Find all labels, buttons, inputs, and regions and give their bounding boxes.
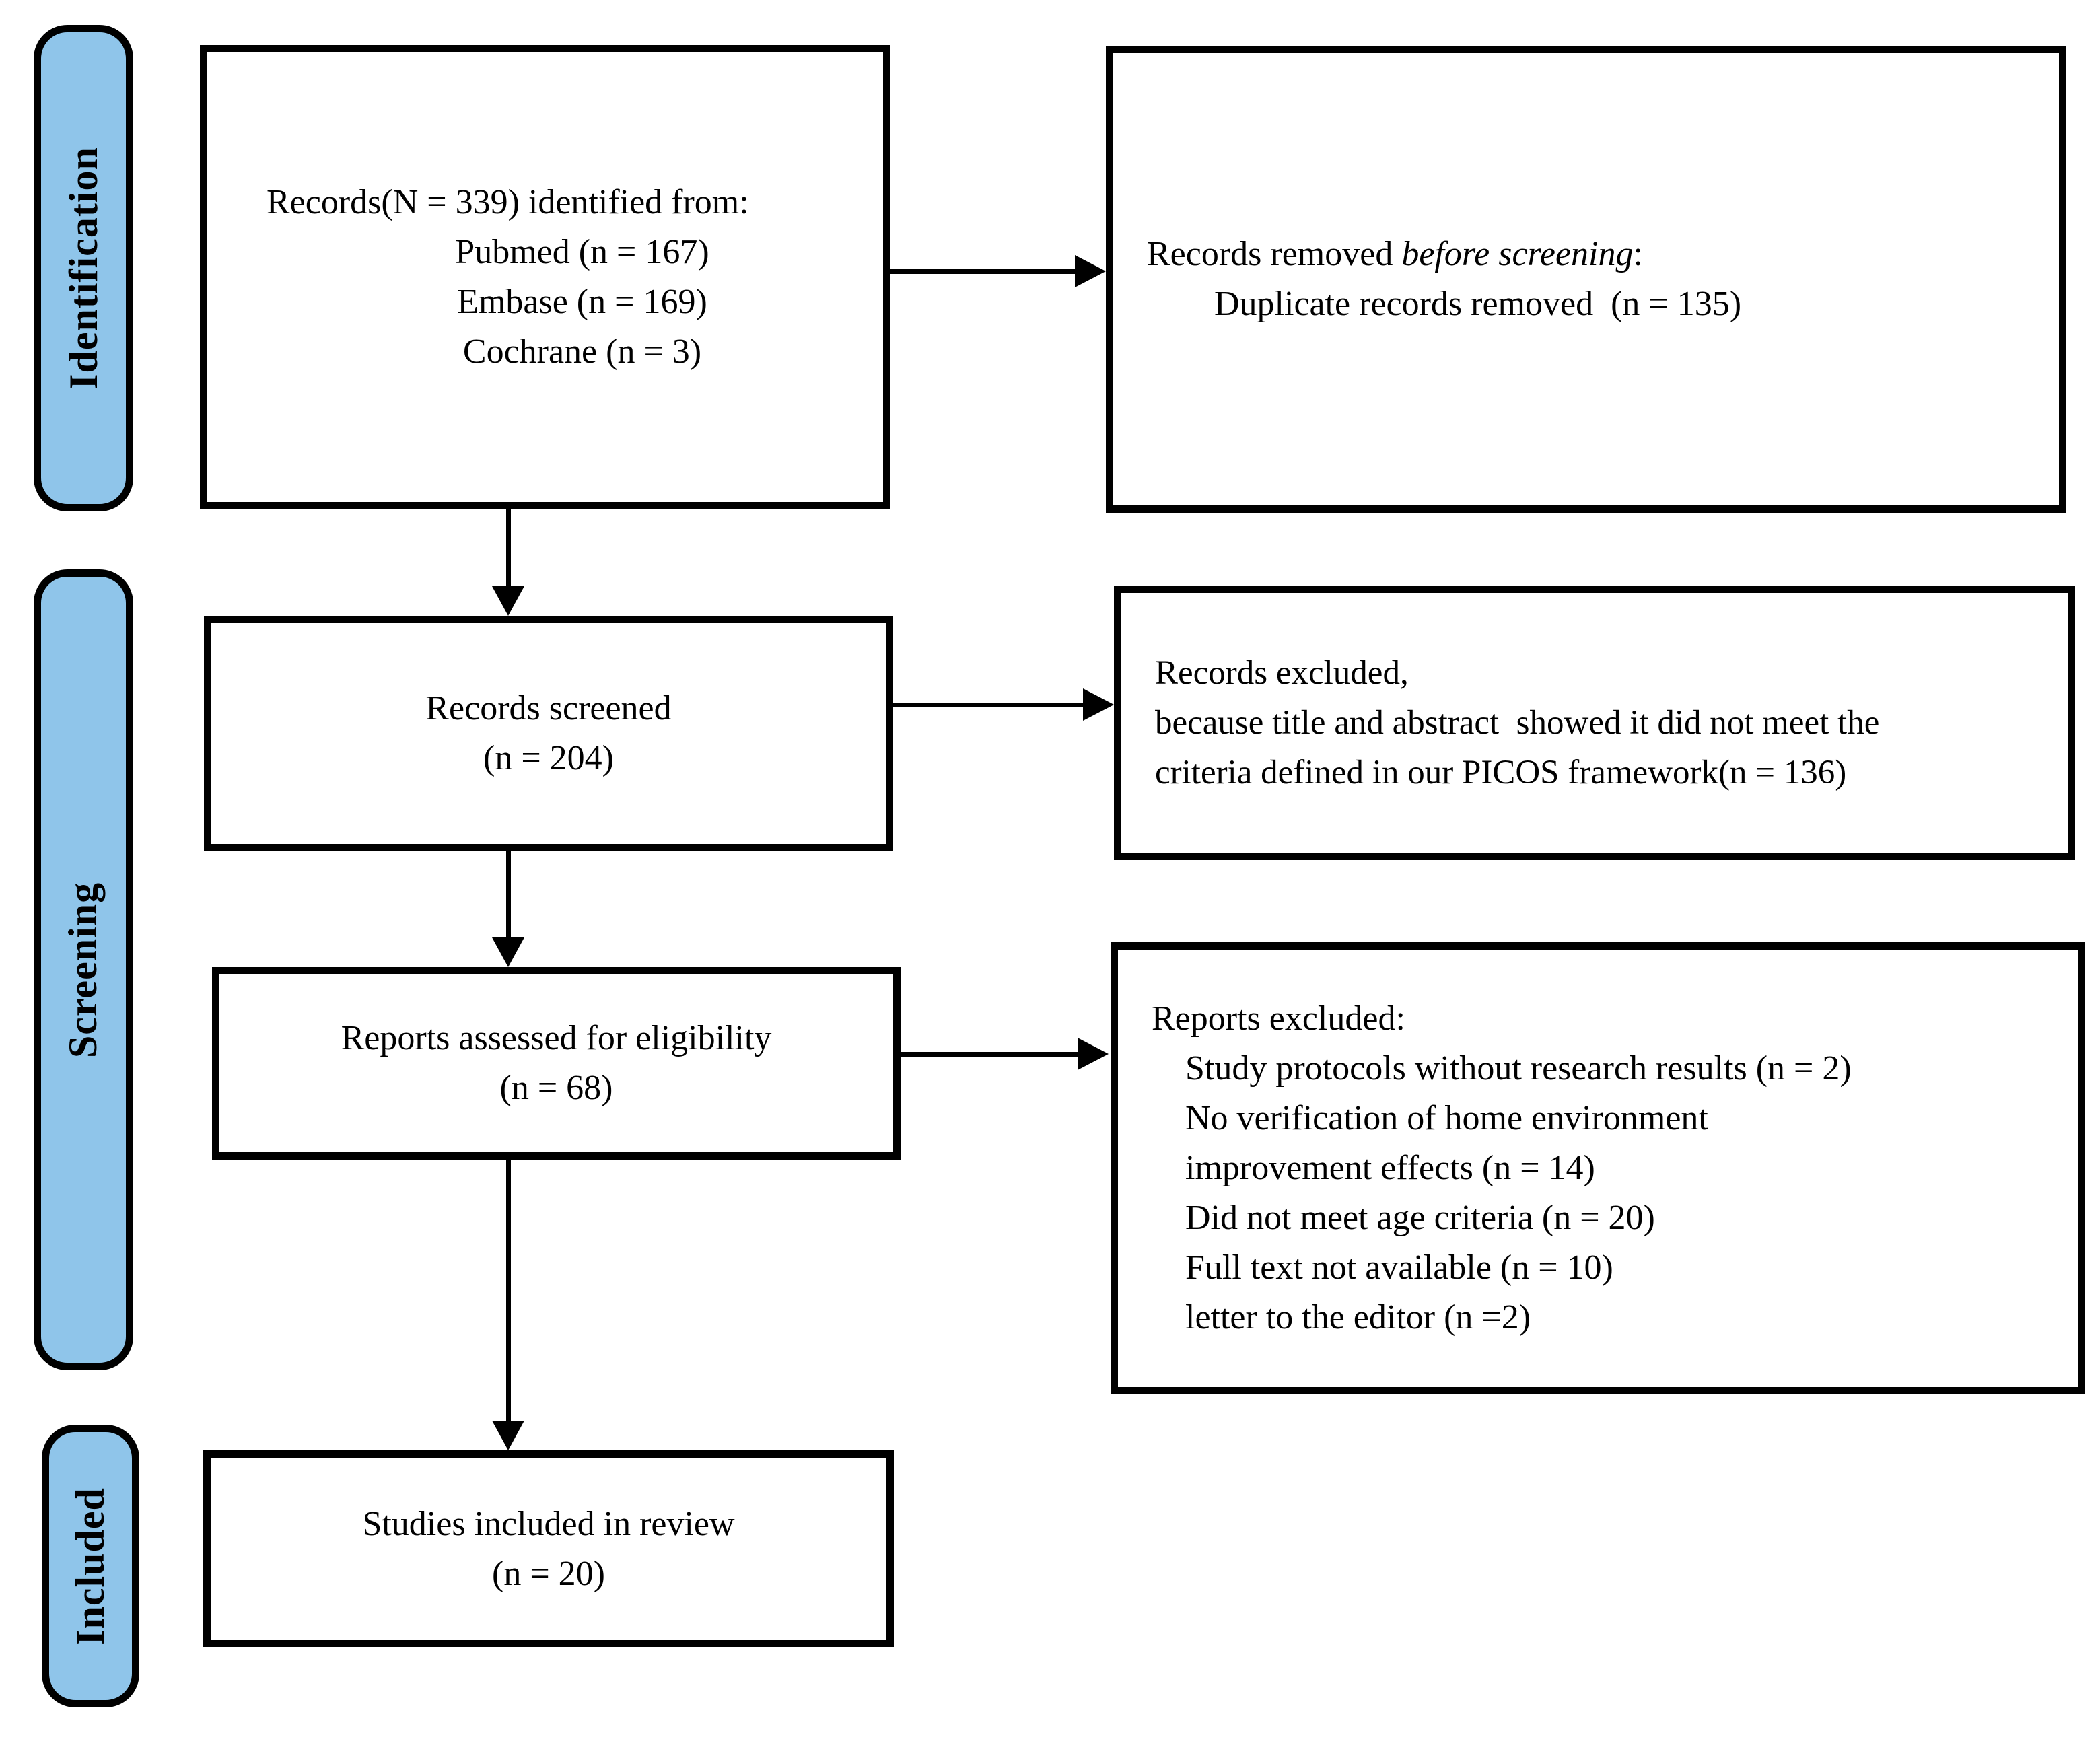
- arrow-assessed-to-reports-excluded-head: [1078, 1038, 1109, 1070]
- records-screened-box: Records screened (n = 204): [204, 616, 893, 851]
- arrow-screened-to-excluded-head: [1083, 688, 1114, 721]
- arrow-screened-to-excluded-stem: [893, 703, 1083, 707]
- records-removed-box: Records removed before screening: Duplic…: [1106, 46, 2066, 513]
- studies-included-box: Studies included in review (n = 20): [203, 1450, 894, 1647]
- records-excluded-line-3: criteria defined in our PICOS framework(…: [1155, 754, 1847, 791]
- source-cochrane: Cochrane (n = 3): [462, 332, 702, 371]
- reports-excluded-item-3: improvement effects (n = 14): [1185, 1149, 1595, 1187]
- studies-included-title: Studies included in review: [362, 1504, 735, 1543]
- arrow-assessed-to-included-head: [492, 1421, 524, 1450]
- records-removed-title-italic: before screening: [1401, 235, 1634, 273]
- reports-excluded-item-2: No verification of home environment: [1185, 1099, 1708, 1137]
- records-excluded-line-1: Records excluded,: [1155, 654, 1409, 692]
- arrow-identified-to-removed-head: [1075, 255, 1106, 287]
- stage-identification-label: Identification: [61, 147, 106, 390]
- arrow-identified-to-screened-head: [492, 586, 524, 616]
- reports-excluded-item-4: Did not meet age criteria (n = 20): [1185, 1199, 1655, 1237]
- arrow-identified-to-removed-stem: [890, 269, 1075, 274]
- records-screened-count: (n = 204): [483, 739, 614, 777]
- arrow-assessed-to-reports-excluded-stem: [901, 1052, 1078, 1057]
- duplicate-records-line: Duplicate records removed (n = 135): [1214, 285, 1742, 323]
- records-identified-box: Records(N = 339) identified from: Pubmed…: [200, 45, 890, 509]
- arrow-screened-to-assessed-stem: [506, 851, 511, 937]
- records-excluded-line-2: because title and abstract showed it did…: [1155, 704, 1880, 742]
- reports-assessed-title: Reports assessed for eligibility: [341, 1019, 772, 1057]
- records-screened-title: Records screened: [425, 689, 672, 728]
- source-pubmed: Pubmed (n = 167): [455, 233, 709, 271]
- records-removed-title: Records removed before screening:: [1113, 229, 2059, 279]
- stage-identification: Identification: [34, 25, 133, 511]
- records-removed-title-suffix: :: [1633, 235, 1643, 273]
- reports-assessed-box: Reports assessed for eligibility (n = 68…: [212, 967, 901, 1160]
- reports-excluded-item-1: Study protocols without research results…: [1185, 1049, 1852, 1088]
- reports-assessed-count: (n = 68): [499, 1069, 613, 1107]
- records-removed-title-prefix: Records removed: [1147, 235, 1402, 273]
- studies-included-count: (n = 20): [492, 1554, 605, 1593]
- reports-excluded-heading: Reports excluded:: [1152, 999, 1405, 1038]
- stage-included: Included: [42, 1425, 139, 1707]
- stage-included-label: Included: [68, 1487, 113, 1645]
- stage-screening-label: Screening: [61, 882, 106, 1058]
- reports-excluded-box: Reports excluded: Study protocols withou…: [1111, 942, 2085, 1394]
- arrow-screened-to-assessed-head: [492, 937, 524, 967]
- reports-excluded-item-6: letter to the editor (n =2): [1185, 1298, 1531, 1337]
- reports-excluded-item-5: Full text not available (n = 10): [1185, 1248, 1613, 1287]
- arrow-assessed-to-included-stem: [506, 1160, 511, 1421]
- records-excluded-box: Records excluded, because title and abst…: [1114, 586, 2075, 860]
- records-identified-title: Records(N = 339) identified from:: [267, 183, 749, 221]
- arrow-identified-to-screened-stem: [506, 509, 511, 586]
- source-embase: Embase (n = 169): [457, 283, 707, 321]
- stage-screening: Screening: [34, 569, 133, 1370]
